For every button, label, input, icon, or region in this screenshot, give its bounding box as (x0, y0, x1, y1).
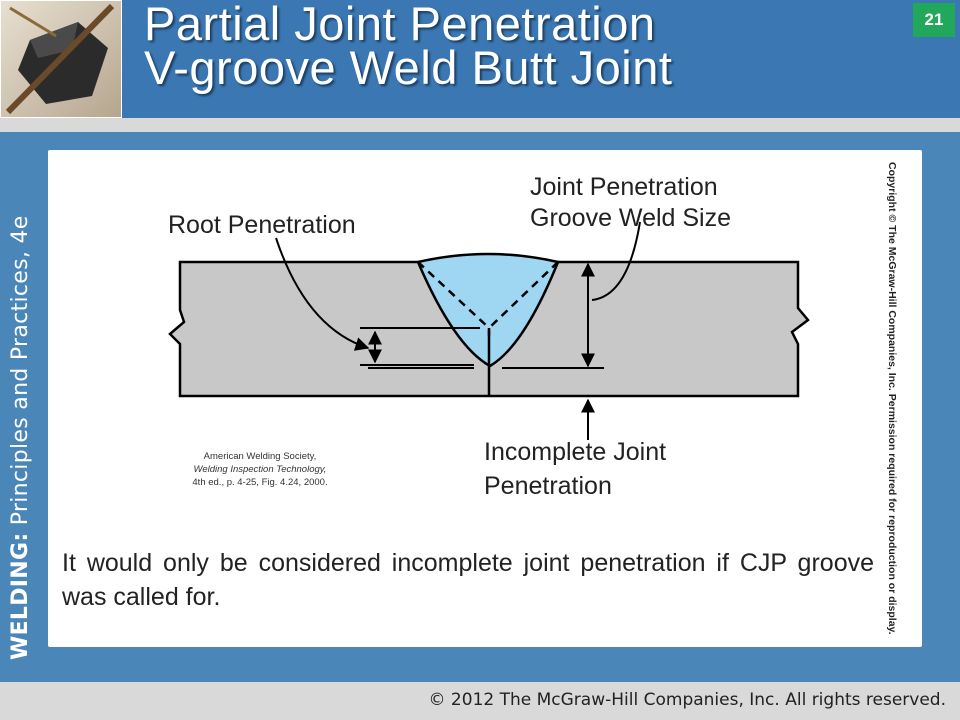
book-brand-vertical: WELDING: Principles and Practices, 4e (4, 215, 38, 660)
slide-body-text: It would only be considered incomplete j… (62, 549, 874, 611)
content-panel: Root Penetration Joint Penetration Groov… (48, 150, 922, 647)
label-incomplete-joint-line-1: Incomplete Joint (484, 438, 666, 466)
weld-bead-shape (416, 252, 560, 368)
footer-copyright: © 2012 The McGraw-Hill Companies, Inc. A… (428, 690, 946, 710)
slide-title: Partial Joint Penetration V-groove Weld … (144, 0, 884, 94)
label-incomplete-joint-line-2: Penetration (484, 472, 612, 500)
copyright-notice-vertical: Copyright © The McGraw-Hill Companies, I… (886, 162, 898, 635)
label-root-penetration: Root Penetration (168, 211, 356, 239)
citation-line-3: 4th ed., p. 4-25, Fig. 4.24, 2000. (192, 477, 328, 488)
citation-line-1: American Welding Society, (203, 451, 317, 462)
slide-footer: © 2012 The McGraw-Hill Companies, Inc. A… (0, 682, 960, 720)
slide-title-line-2: V-groove Weld Butt Joint (144, 41, 673, 94)
slide-header (0, 0, 960, 118)
slide-title-line-1: Partial Joint Penetration (144, 0, 656, 50)
brand-rest: Principles and Practices, 4e (8, 215, 33, 533)
figure-citation: American Welding Society, Welding Inspec… (160, 450, 360, 489)
label-joint-penetration-line-2: Groove Weld Size (530, 204, 731, 232)
brand-bold: WELDING: (8, 532, 33, 660)
book-cover-image (0, 0, 122, 118)
slide-number: 21 (913, 3, 955, 37)
weld-diagram: Root Penetration Joint Penetration Groov… (168, 173, 810, 500)
label-joint-penetration-line-1: Joint Penetration (530, 173, 718, 201)
citation-line-2: Welding Inspection Technology, (193, 464, 327, 475)
header-divider (0, 118, 960, 132)
